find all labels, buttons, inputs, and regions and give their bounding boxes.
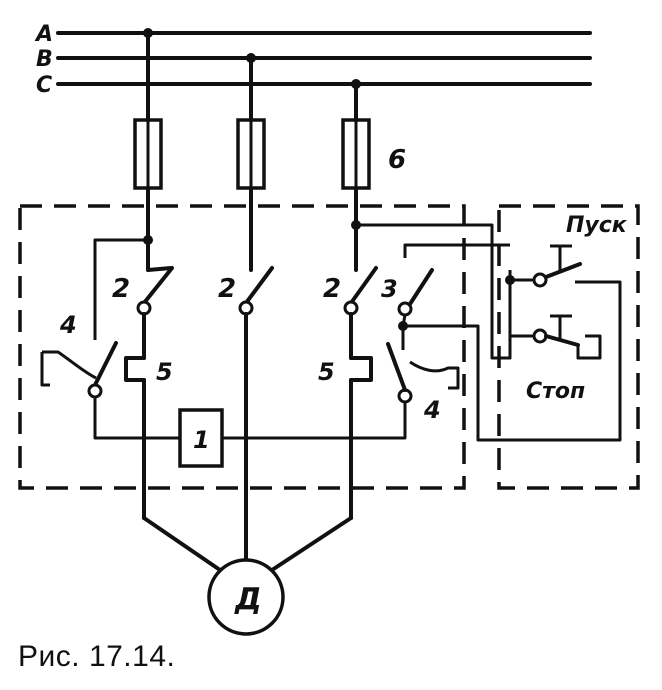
- thermal-contact-blade-left: [93, 341, 118, 387]
- stop-button-label: Стоп: [526, 379, 585, 404]
- motor-label: Д: [234, 582, 262, 617]
- control-circuit-right: 4: [386, 330, 460, 424]
- thermal-contact-blade-right: [386, 342, 407, 392]
- motor-symbol: [207, 558, 285, 636]
- phase-label-c: C: [36, 73, 52, 98]
- phase-label-b: B: [36, 47, 53, 72]
- control-wire: [93, 397, 180, 440]
- motor-starter-schematic: A B C 6 2 2 2: [18, 22, 640, 636]
- thermal-element-link: [42, 350, 97, 380]
- motor-lead-c: [270, 516, 353, 572]
- main-contact-label: 2: [323, 274, 341, 304]
- heater-label: 5: [156, 358, 173, 386]
- figure-caption: Рис. 17.14.: [18, 640, 176, 673]
- stop-button-contact: [544, 334, 580, 347]
- control-circuit-left: 4: [40, 235, 180, 440]
- main-contact-blade-c: [349, 266, 378, 305]
- thermal-heater-a: [124, 356, 146, 382]
- control-wire: [93, 238, 148, 340]
- start-pushbutton: Пуск: [532, 213, 628, 288]
- station-wire: [508, 280, 534, 338]
- phase-bus: A B C: [34, 22, 592, 98]
- start-button-contact: [544, 262, 582, 279]
- fuse-label: 6: [388, 145, 406, 175]
- main-contact-label: 2: [112, 274, 130, 304]
- stop-pushbutton: Стоп: [526, 314, 602, 404]
- pushbutton-station-enclosure: [497, 204, 640, 490]
- main-contact-blade-b: [244, 266, 274, 305]
- thermal-element-bracket: [40, 352, 50, 387]
- contact-terminal: [532, 272, 548, 288]
- stop-button-wire: [576, 334, 602, 360]
- relay-coil-label: 1: [193, 426, 210, 454]
- auxiliary-contact: 3: [381, 268, 434, 331]
- thermal-heater-c: [349, 356, 373, 382]
- phase-label-a: A: [34, 22, 53, 47]
- main-contact-blade-a: [142, 266, 174, 305]
- thermal-element-right: [409, 360, 460, 390]
- heater-label: 5: [318, 358, 335, 386]
- load-conductors: 5 5: [124, 312, 373, 572]
- motor: Д: [207, 558, 285, 636]
- control-wire: [401, 314, 407, 327]
- motor-lead-a: [142, 516, 222, 572]
- main-contact-label: 2: [218, 274, 236, 304]
- thermal-contact-label: 4: [423, 396, 441, 424]
- station-wire: [403, 243, 510, 258]
- contact-stub: [146, 266, 173, 272]
- thermal-contact-label: 4: [59, 311, 77, 339]
- magnetic-starter-enclosure: [18, 204, 466, 490]
- aux-contact-label: 3: [381, 275, 398, 303]
- relay-coil-box: [178, 408, 224, 468]
- station-wiring: [351, 220, 622, 442]
- relay-coil: 1: [178, 402, 407, 468]
- control-wire: [222, 402, 407, 440]
- contact-terminal: [87, 383, 103, 399]
- station-wire: [403, 280, 622, 442]
- fuse-section: 6: [133, 31, 406, 272]
- main-contacts: 2 2 2: [112, 266, 378, 316]
- start-button-label: Пуск: [566, 213, 628, 238]
- aux-contact-blade: [408, 268, 434, 306]
